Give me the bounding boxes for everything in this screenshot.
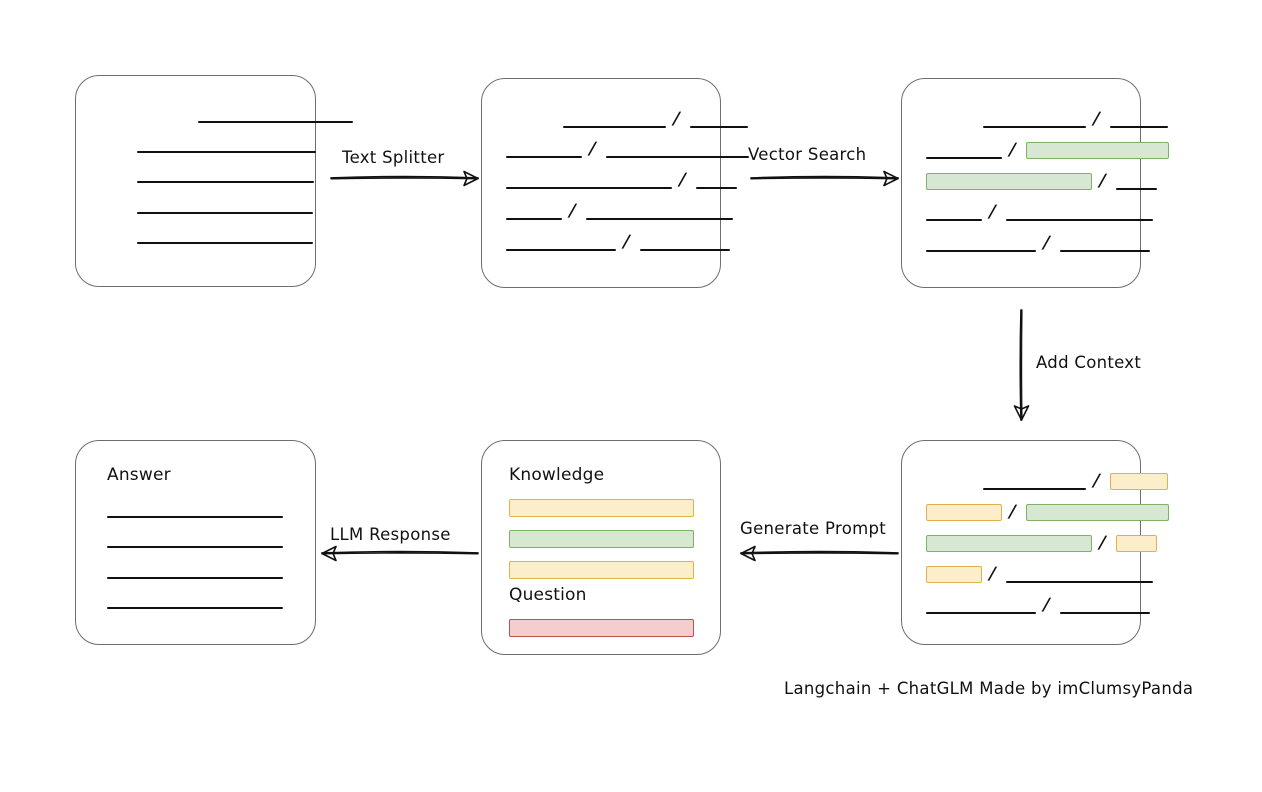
answer-line [107,577,283,579]
node-split-chunks: / / / / / [481,78,749,288]
chunk-line-left [506,218,562,220]
document-line [198,121,353,123]
chunk-line-right [1060,612,1150,614]
credit-text: Langchain + ChatGLM Made by imClumsyPand… [784,679,1194,698]
arrow-label-vector-search: Vector Search [748,145,867,164]
arrow-add-context [1013,309,1030,421]
chunk-line-left [983,126,1086,128]
chunk-line-right [1006,581,1153,583]
highlight-yellow-left [926,504,1002,521]
slash-separator: / [1096,533,1108,553]
slash-separator: / [586,139,598,159]
chunk-line-left [506,156,582,158]
chunk-line-right [1116,188,1157,190]
slash-separator: / [1090,109,1102,129]
chunk-line-left [926,612,1036,614]
slash-separator: / [1006,502,1018,522]
slash-separator: / [1096,171,1108,191]
arrow-text-splitter [330,170,479,187]
highlight-yellow-right [1110,473,1168,490]
highlight-green-right [1026,504,1169,521]
slash-separator: / [1006,140,1018,160]
chunk-line-right [1060,250,1150,252]
node-answer: Answer [75,440,316,645]
question-bar-1 [509,619,694,637]
highlight-green-left [926,173,1092,190]
chunk-line-right [690,126,748,128]
knowledge-label: Knowledge [509,465,605,485]
arrow-generate-prompt [740,545,899,562]
answer-label: Answer [107,465,171,485]
knowledge-bar-3 [509,561,694,579]
node-source-document [75,75,353,287]
document-line [137,212,313,214]
chunk-line-left [563,126,666,128]
slash-separator: / [1040,595,1052,615]
knowledge-bar-2 [509,530,694,548]
knowledge-bar-1 [509,499,694,517]
chunk-line-left [926,250,1036,252]
node-context-chunks: / / / / / [901,440,1169,645]
slash-separator: / [670,109,682,129]
node-matched-chunks: / / / / / [901,78,1169,288]
document-line [137,242,313,244]
slash-separator: / [1040,233,1052,253]
chunk-line-right [1110,126,1168,128]
highlight-green-right [1026,142,1169,159]
answer-line [107,546,283,548]
slash-separator: / [1090,471,1102,491]
answer-line [107,607,283,609]
chunk-line-left [926,157,1002,159]
slash-separator: / [986,564,998,584]
slash-separator: / [986,202,998,222]
highlight-yellow-right [1116,535,1157,552]
chunk-line-right [640,249,730,251]
chunk-line-left [506,187,672,189]
slash-separator: / [620,232,632,252]
document-line [137,151,316,153]
question-label: Question [509,585,587,605]
arrow-label-add-context: Add Context [1036,353,1142,372]
chunk-line-left [926,219,982,221]
chunk-line-right [606,156,749,158]
chunk-line-left [983,488,1086,490]
highlight-green-left [926,535,1092,552]
arrow-vector-search [750,170,899,187]
answer-line [107,516,283,518]
highlight-yellow-left [926,566,982,583]
chunk-line-right [1006,219,1153,221]
chunk-line-right [586,218,733,220]
chunk-line-left [506,249,616,251]
arrow-label-llm-response: LLM Response [330,525,451,544]
slash-separator: / [566,201,578,221]
chunk-line-right [696,187,737,189]
arrow-label-text-splitter: Text Splitter [342,148,445,167]
document-line [137,181,314,183]
slash-separator: / [676,170,688,190]
arrow-label-generate-prompt: Generate Prompt [740,519,886,538]
arrow-llm-response [321,545,479,562]
